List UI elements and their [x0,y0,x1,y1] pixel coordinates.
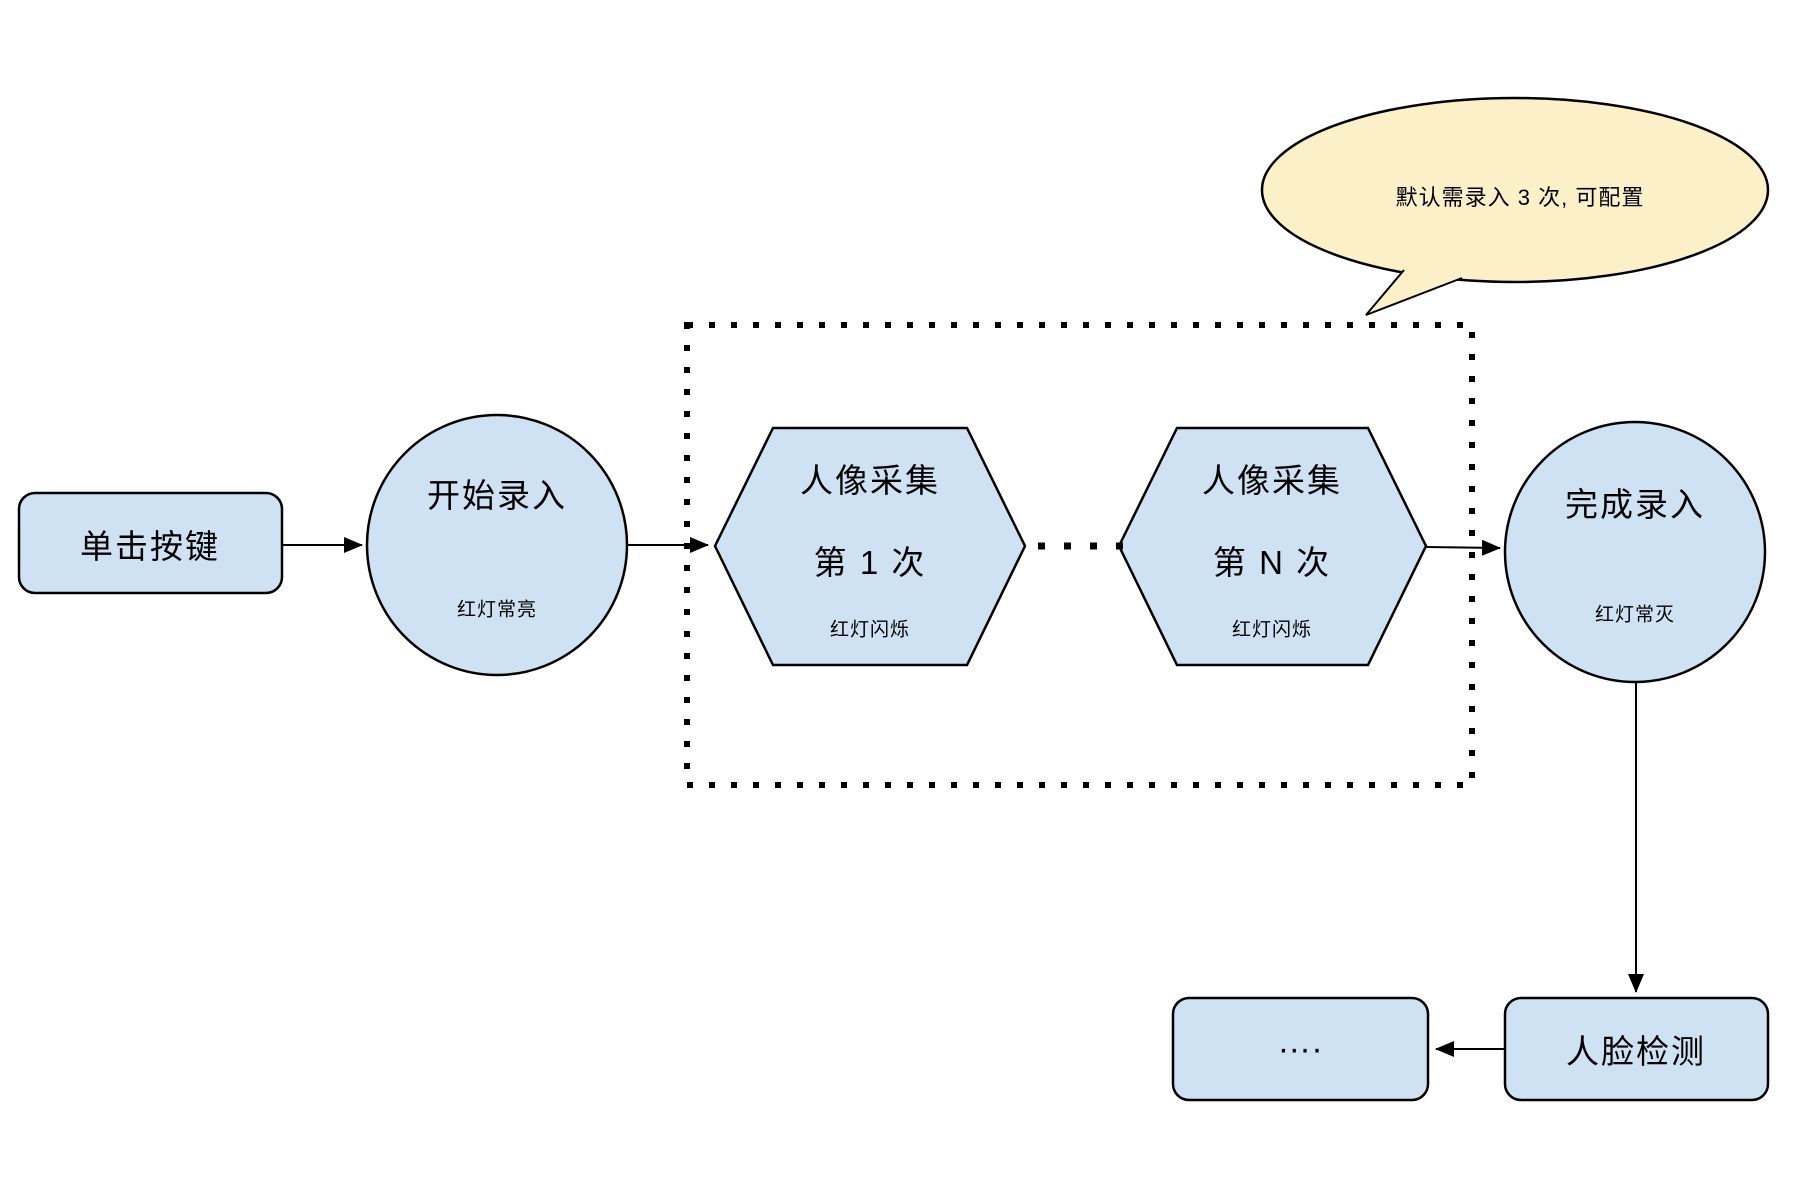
start-node-circle[interactable] [365,413,629,677]
arrow-captureN-to-finish [1425,539,1501,556]
face-detect-label: 人脸检测 [1566,1033,1706,1070]
more-label: …. [1277,1022,1323,1061]
capture-n-label: 人像采集 [1202,462,1342,499]
loop-dotted-frame [684,322,1475,788]
start-label: 开始录入 [427,477,567,514]
start-sublabel: 红灯常亮 [456,599,538,621]
finish-sublabel: 红灯常灭 [1594,604,1676,626]
capture-n-label2: 第 N 次 [1212,544,1332,581]
note-bubble[interactable] [1260,96,1770,284]
note-tail-outline [1365,269,1463,316]
capture-1-label2: 第 1 次 [813,544,927,581]
finish-node-circle[interactable] [1503,420,1767,684]
capture-1-sublabel: 红灯闪烁 [829,619,911,641]
capture-1-hexagon[interactable] [713,426,1027,667]
more-node[interactable] [1171,996,1430,1102]
capture-n-hexagon[interactable] [1117,426,1428,667]
click-button-label: 单击按键 [80,528,220,565]
note-tail [1366,270,1462,315]
finish-label: 完成录入 [1565,486,1705,523]
capture-n-sublabel: 红灯闪烁 [1231,619,1313,641]
capture-1-label: 人像采集 [800,462,940,499]
click-button-node[interactable] [17,491,284,595]
note-label: 默认需录入 3 次, 可配置 [1395,185,1645,210]
